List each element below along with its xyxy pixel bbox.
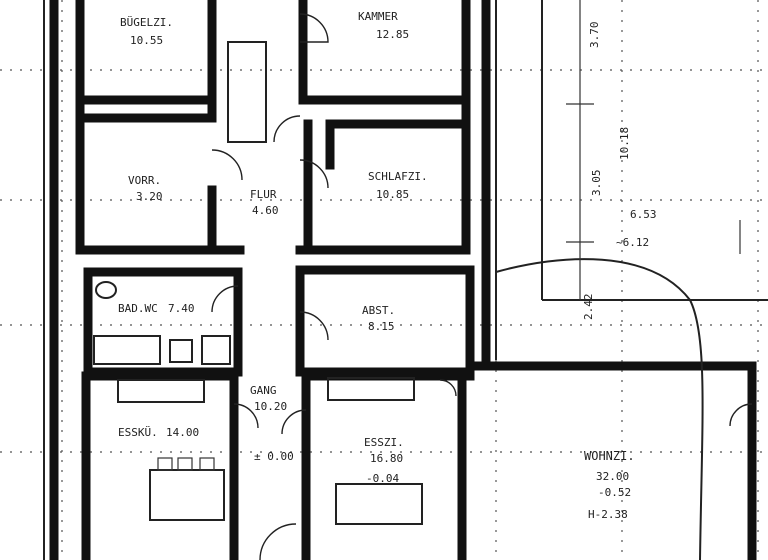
label-esskueche-area: 14.00 bbox=[166, 426, 199, 439]
label-flur-area: 4.60 bbox=[252, 204, 279, 217]
sideboard-shape bbox=[327, 377, 415, 401]
dim-right-mid: 10.18 bbox=[618, 127, 631, 160]
terrain-curve bbox=[495, 258, 704, 560]
label-buegelzimmer-area: 10.55 bbox=[130, 34, 163, 47]
label-bad-area: 7.40 bbox=[168, 302, 195, 315]
label-buegelzimmer-name: BÜGELZI. bbox=[120, 16, 173, 29]
label-kammer-area: 12.85 bbox=[376, 28, 409, 41]
label-abstellraum-name: ABST. bbox=[362, 304, 395, 317]
toilet-shape bbox=[95, 281, 117, 299]
label-wohnzimmer-area: 32.00 bbox=[596, 470, 629, 483]
bathtub-shape bbox=[93, 335, 161, 365]
label-flur-name: FLUR bbox=[250, 188, 277, 201]
label-schlafzimmer-area: 10.85 bbox=[376, 188, 409, 201]
label-schlafzimmer-name: SCHLAFZI. bbox=[368, 170, 428, 183]
label-gang-name: GANG bbox=[250, 384, 277, 397]
label-bad-name: BAD.WC bbox=[118, 302, 158, 315]
dim-side-b: ~6.12 bbox=[616, 236, 649, 249]
doors bbox=[211, 13, 753, 560]
label-esszimmer-area: 16.80 bbox=[370, 452, 403, 465]
dim-side-a: 6.53 bbox=[630, 208, 657, 221]
label-gang-area: 10.20 bbox=[254, 400, 287, 413]
label-kammer-name: KAMMER bbox=[358, 10, 398, 23]
fixtures bbox=[93, 281, 423, 525]
dimension-lines: 3.70 10.18 3.05 6.53 ~6.12 2.42 bbox=[566, 0, 741, 321]
label-gang-level: ± 0.00 bbox=[254, 450, 294, 463]
label-abstellraum-area: 8.15 bbox=[368, 320, 395, 333]
label-esskueche-name: ESSKÜ. bbox=[118, 426, 158, 439]
label-esszimmer-level: -0.04 bbox=[366, 472, 399, 485]
dim-vertical-left: 2.42 bbox=[582, 294, 595, 321]
kitchen-counter-shape bbox=[117, 379, 205, 403]
dim-top-right: 3.70 bbox=[588, 22, 601, 49]
dining-table-shape bbox=[149, 469, 225, 521]
label-esszimmer-name: ESSZI. bbox=[364, 436, 404, 449]
label-wohnzimmer-name: WOHNZI. bbox=[584, 449, 635, 463]
label-vorraum-area: 3.20 bbox=[136, 190, 163, 203]
label-wohnzimmer-height: H-2.38 bbox=[588, 508, 628, 521]
elevation-labels: ± 0.00 -0.04 -0.52 H-2.38 bbox=[254, 450, 631, 521]
esszimmer-table-shape bbox=[335, 483, 423, 525]
room-labels: BÜGELZI. 10.55 KAMMER 12.85 VORR. 3.20 F… bbox=[118, 10, 635, 483]
label-wohnzimmer-level: -0.52 bbox=[598, 486, 631, 499]
dim-right-lower: 3.05 bbox=[590, 170, 603, 197]
walls bbox=[43, 0, 768, 560]
label-vorraum-name: VORR. bbox=[128, 174, 161, 187]
sink-shape bbox=[169, 339, 193, 363]
basin-shape bbox=[201, 335, 231, 365]
